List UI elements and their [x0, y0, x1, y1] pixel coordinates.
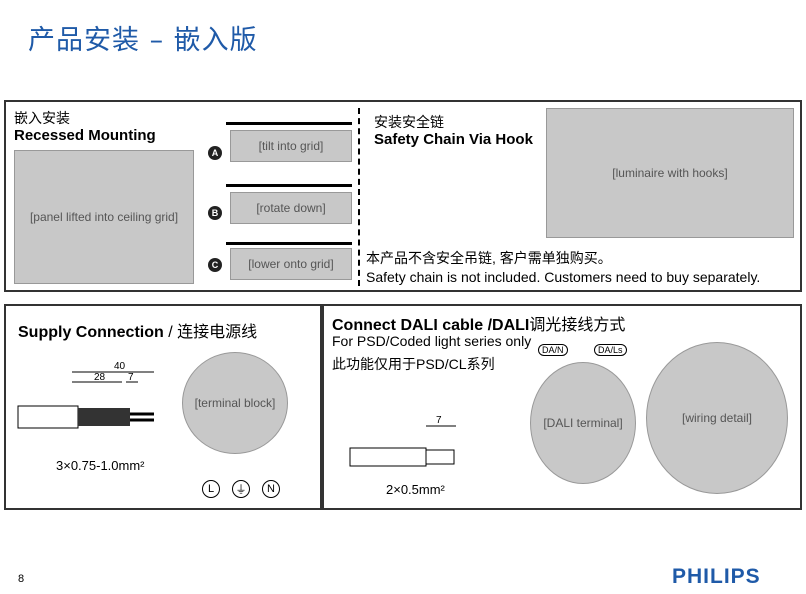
dali-title: Connect DALI cable /DALI调光接线方式	[332, 311, 625, 335]
terminal-l-label: L	[202, 480, 220, 498]
dali-wiring-illustration: [wiring detail]	[646, 342, 788, 494]
cable-strip-diagram: 40 28 7	[17, 361, 154, 429]
safety-chain-title-en: Safety Chain Via Hook	[374, 131, 533, 148]
dali-terminal-illustration: [DALI terminal]	[530, 362, 636, 484]
dali-connection-panel: Connect DALI cable /DALI调光接线方式 For PSD/C…	[322, 304, 802, 510]
safety-chain-note-en: Safety chain is not included. Customers …	[366, 269, 761, 285]
supply-connection-panel: Supply Connection / 连接电源线 40 28 7 3×0.75…	[4, 304, 322, 510]
step-b-ceiling-line	[226, 184, 352, 187]
philips-logo: PHILIPS	[672, 565, 761, 588]
dali-note-en: For PSD/Coded light series only	[332, 333, 532, 349]
supply-title-en: Supply Connection	[18, 324, 164, 341]
page-title: 产品安装 – 嵌入版	[28, 25, 258, 56]
page-number: 8	[18, 573, 25, 585]
supply-title: Supply Connection / 连接电源线	[18, 318, 257, 342]
terminal-ground-label: ⏚	[232, 480, 250, 498]
step-a-badge: A	[208, 146, 222, 160]
step-b-badge: B	[208, 206, 222, 220]
tag-dan: DA/N	[538, 344, 568, 356]
step-a-ceiling-line	[226, 122, 352, 125]
step-c-diagram: [lower onto grid]	[230, 248, 352, 280]
recessed-mounting-panel: 嵌入安装 Recessed Mounting [panel lifted int…	[4, 100, 802, 292]
step-c-ceiling-line	[226, 242, 352, 245]
safety-chain-title-cn: 安装安全链	[374, 114, 444, 130]
supply-title-cn: / 连接电源线	[163, 324, 258, 341]
dim-total-label: 40	[114, 361, 126, 372]
dali-cable-spec: 2×0.5mm²	[386, 482, 445, 497]
step-b-diagram: [rotate down]	[230, 192, 352, 224]
safety-chain-note-cn: 本产品不含安全吊链, 客户需单独购买。	[366, 250, 612, 266]
step-c-badge: C	[208, 258, 222, 272]
terminal-block-illustration: [terminal block]	[182, 352, 288, 454]
supply-cable-spec: 3×0.75-1.0mm²	[56, 458, 145, 473]
dali-cable-strip-diagram: 7	[349, 415, 456, 467]
dali-dim-label: 7	[436, 415, 442, 426]
safety-chain-illustration: [luminaire with hooks]	[546, 108, 794, 238]
dali-title-cn: 调光接线方式	[529, 317, 626, 334]
dali-note-cn: 此功能仅用于PSD/CL系列	[332, 356, 495, 372]
recessed-mounting-illustration: [panel lifted into ceiling grid]	[14, 150, 194, 284]
recessed-title-en: Recessed Mounting	[14, 127, 156, 144]
dim-b-label: 7	[128, 372, 134, 383]
terminal-n-label: N	[262, 480, 280, 498]
recessed-title-cn: 嵌入安装	[14, 110, 70, 126]
tag-dals: DA/Ls	[594, 344, 627, 356]
step-a-diagram: [tilt into grid]	[230, 130, 352, 162]
divider-dashed	[358, 108, 360, 286]
dim-a-label: 28	[94, 372, 106, 383]
dali-title-en: Connect DALI cable /DALI	[332, 317, 530, 334]
